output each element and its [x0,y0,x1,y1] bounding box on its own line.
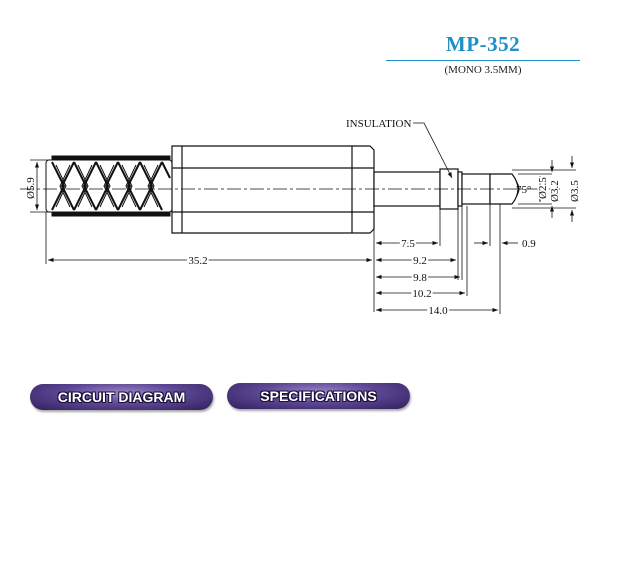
dim-overall-length [45,206,375,312]
insulation-label: INSULATION [346,118,411,130]
tip-diameter-label: Ø2.5 [537,177,549,199]
overall-length-label: 35.2 [188,255,207,267]
insulation-leader [413,122,453,179]
product-title: MP-352 [445,32,521,56]
dim-pin-lengths [376,204,518,314]
tip-angle-label: 75° [516,184,531,196]
dim-10-2-label: 10.2 [412,288,431,300]
dim-7-5-label: 7.5 [401,238,415,250]
ring-diameter-label: Ø3.2 [549,180,561,202]
dim-9-8-label: 9.8 [413,272,427,284]
title-underline [386,60,580,61]
dim-tip-diameters [512,156,576,222]
specifications-button[interactable]: SPECIFICATIONS [227,383,410,409]
grip-section [45,155,173,217]
circuit-diagram-button[interactable]: CIRCUIT DIAGRAM [30,384,213,410]
product-subtitle: (MONO 3.5MM) [444,64,522,76]
body-diameter-label: Ø5.9 [25,177,37,199]
dim-body-diameter [30,159,52,213]
dim-0-9-label: 0.9 [522,238,536,250]
sleeve-diameter-label: Ø3.5 [569,180,581,202]
dim-9-2-label: 9.2 [413,255,427,267]
dim-14-0-label: 14.0 [428,305,448,317]
handle-body [171,145,375,234]
